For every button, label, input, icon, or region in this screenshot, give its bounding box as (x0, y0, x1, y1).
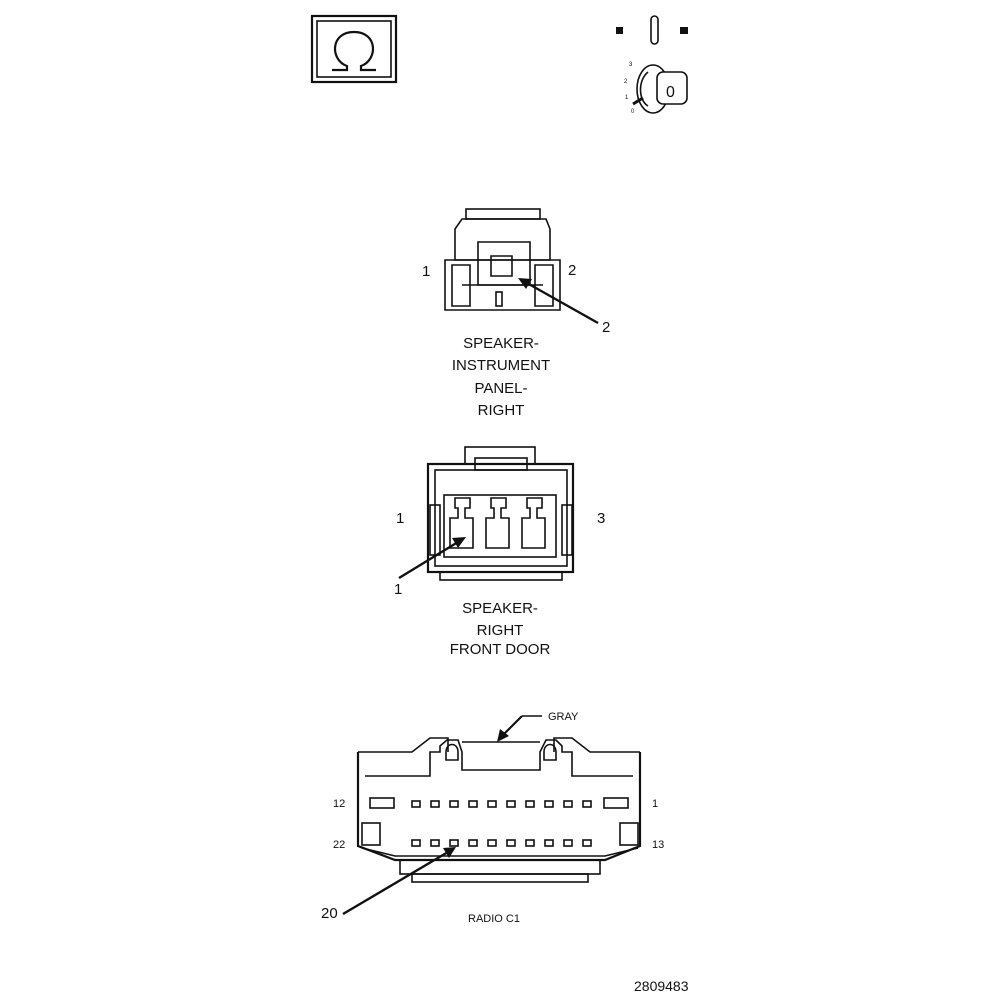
caption-line: SPEAKER- (463, 335, 539, 352)
pin-label-left: 1 (422, 263, 430, 280)
omega-icon (310, 14, 398, 84)
callout-label: 2 (602, 319, 610, 336)
ignition-position-2: 2 (624, 79, 628, 85)
pin-label-bottom-left: 22 (333, 839, 345, 851)
key-label: 0 (666, 84, 675, 101)
caption-line: PANEL- (474, 380, 527, 397)
callout-arrow (342, 847, 456, 916)
pin-row-top (411, 800, 592, 808)
connector-radio-c1 (356, 737, 642, 883)
caption-line: RIGHT (477, 622, 524, 639)
caption-line: RADIO C1 (468, 913, 520, 925)
callout-label: 20 (321, 905, 338, 922)
color-label: GRAY (548, 711, 579, 723)
callout-arrow (398, 537, 466, 580)
ignition-position-0: 0 (631, 109, 635, 115)
caption-line: FRONT DOOR (450, 641, 551, 658)
pin-label-top-right: 1 (652, 798, 658, 810)
caption-line: SPEAKER- (462, 600, 538, 617)
connector-speaker-instrument-panel-right (444, 208, 561, 311)
pin-label-left: 1 (396, 510, 404, 527)
color-callout-arrow (497, 715, 542, 742)
pin-label-right: 2 (568, 262, 576, 279)
caption-line: INSTRUMENT (452, 357, 550, 374)
callout-label: 1 (394, 581, 402, 598)
figure-id: 2809483 (634, 978, 689, 994)
pin-label-top-left: 12 (333, 798, 345, 810)
ignition-position-1: 1 (625, 95, 629, 101)
connector-speaker-right-front-door (426, 446, 575, 581)
pin-label-bottom-right: 13 (652, 839, 664, 851)
pin-label-right: 3 (597, 510, 605, 527)
ignition-key-icon (616, 15, 688, 114)
caption-line: RIGHT (478, 402, 525, 419)
callout-arrow (518, 278, 599, 325)
ignition-position-3: 3 (629, 62, 633, 68)
pin-row-bottom (411, 839, 592, 847)
